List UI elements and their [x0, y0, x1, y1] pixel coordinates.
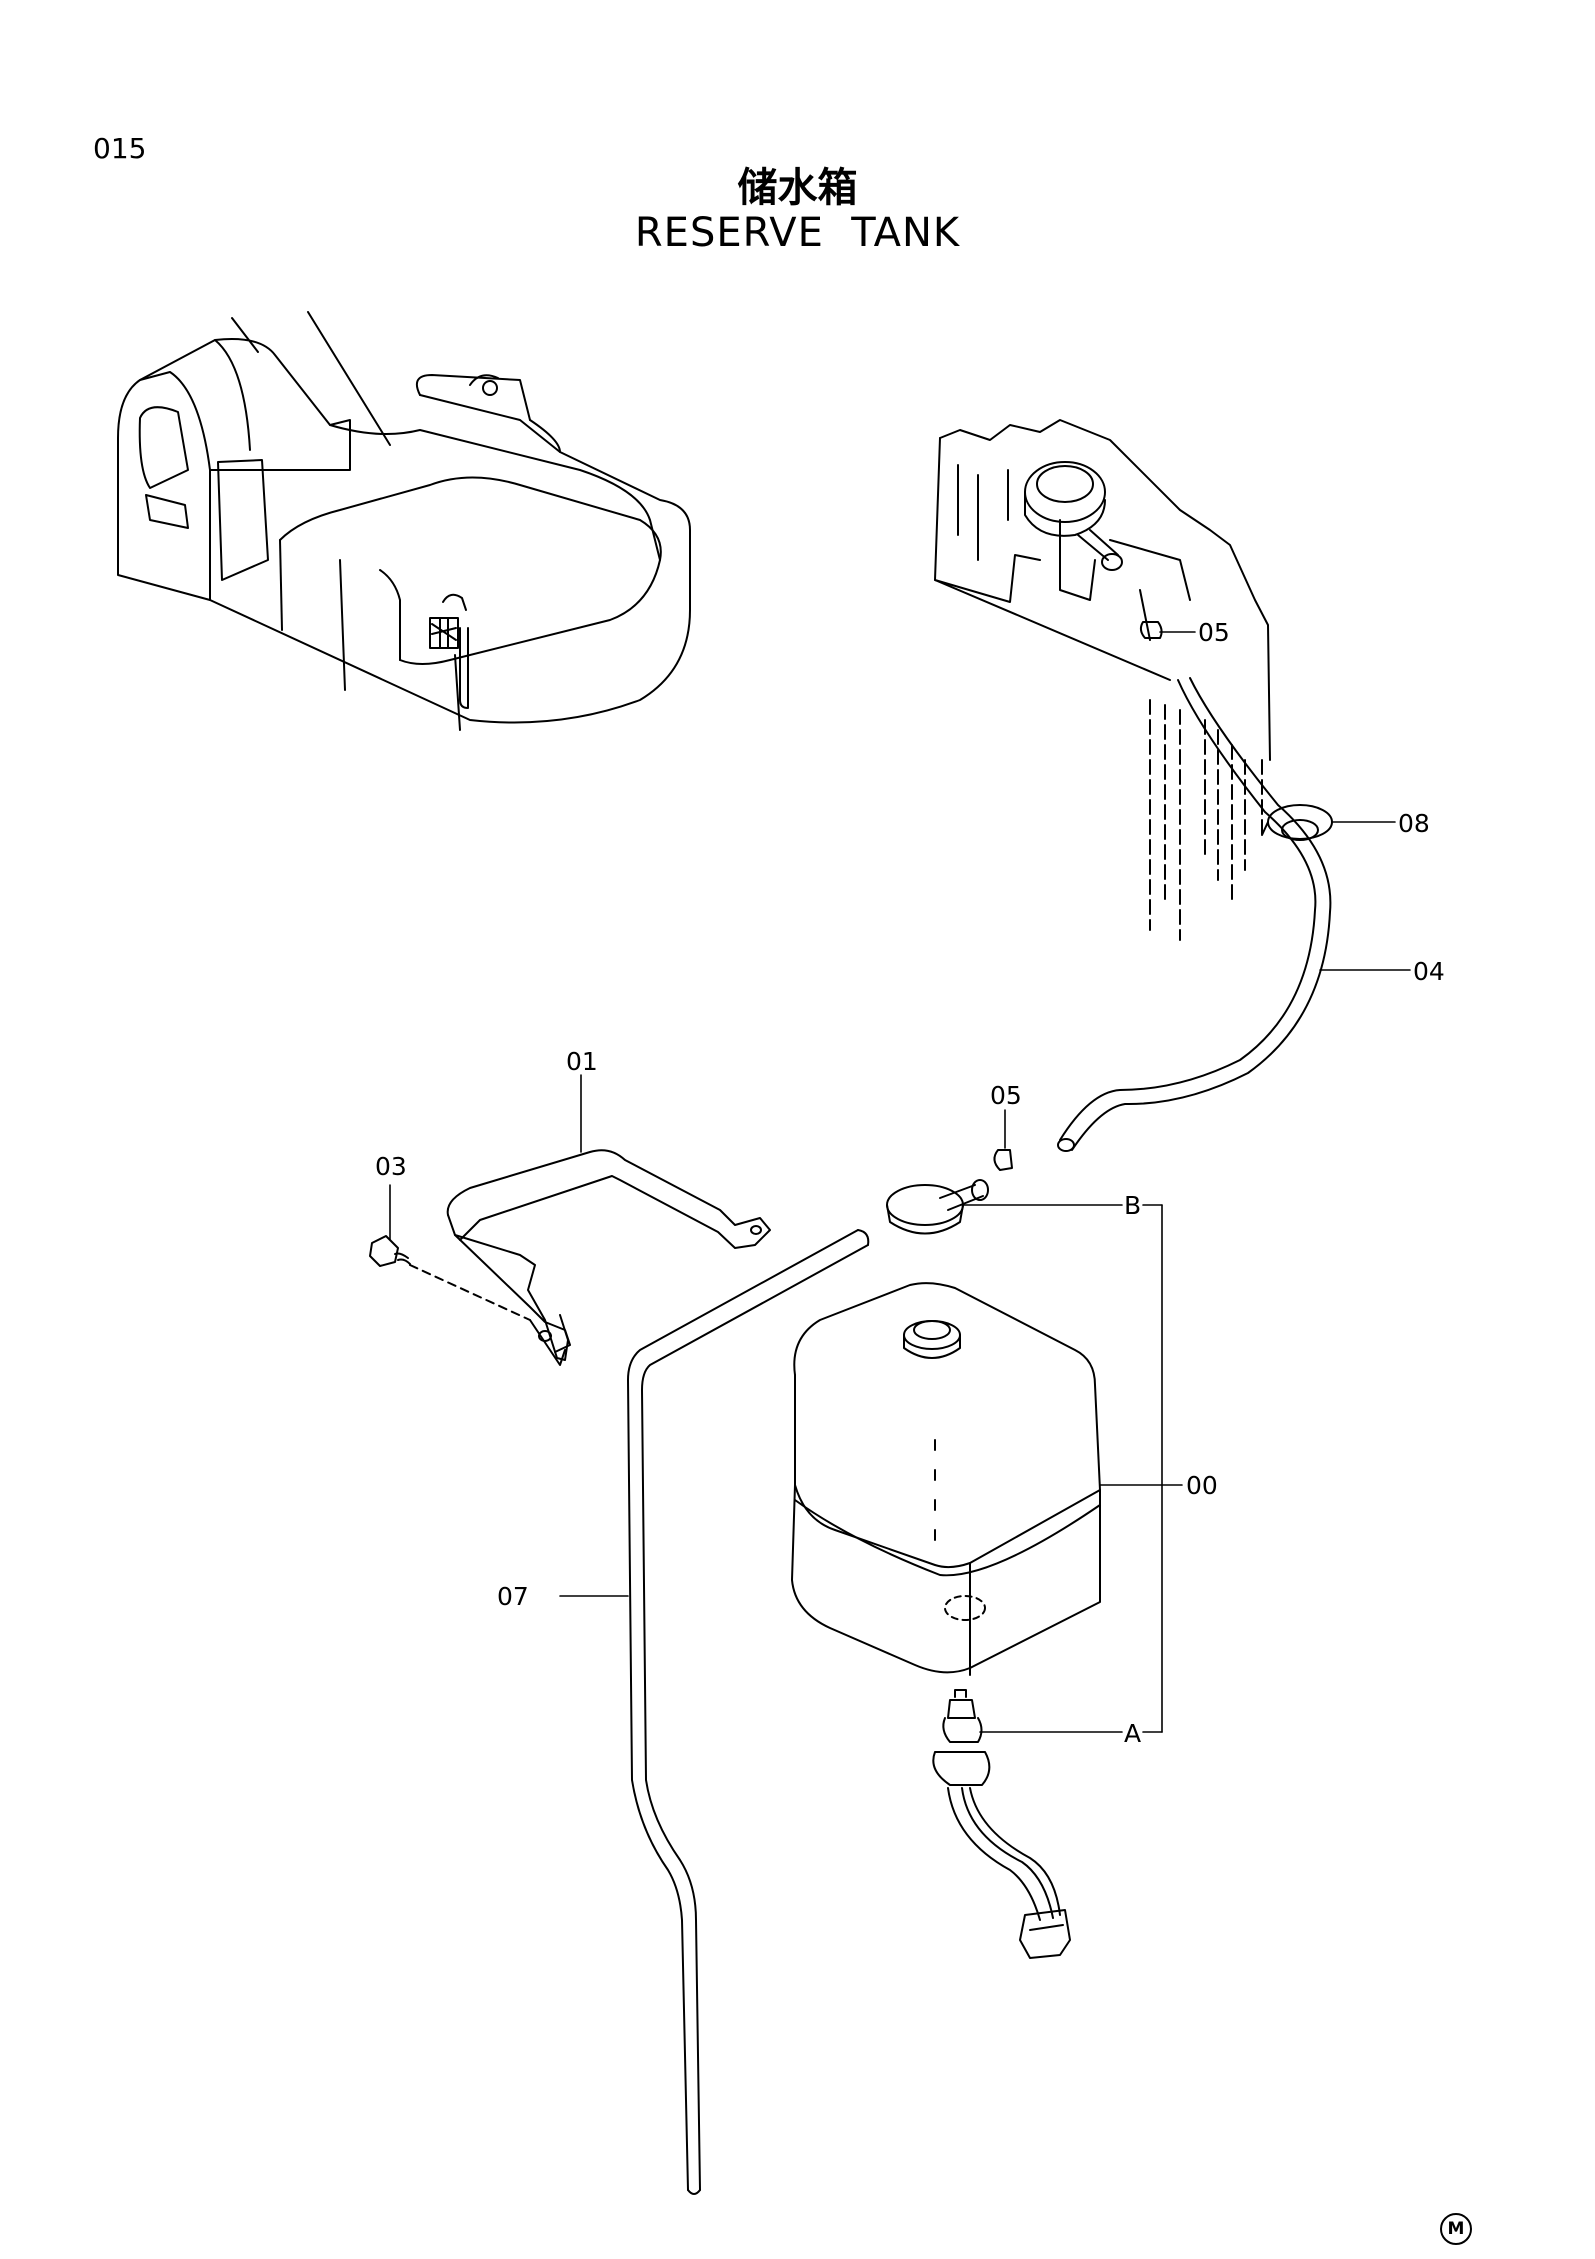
callout-01: 01: [566, 1047, 598, 1076]
callout-05-mid: 05: [990, 1081, 1022, 1110]
hose-07: [627, 1229, 870, 2195]
tank-cap: [886, 1179, 989, 1235]
callout-00: 00: [1186, 1471, 1218, 1500]
radiator-assembly: [934, 419, 1333, 1171]
callout-03: 03: [375, 1152, 407, 1181]
page-number: 015: [93, 132, 147, 165]
title-chinese: 储水箱: [0, 155, 1595, 213]
title-chinese-text: 储水箱: [737, 165, 858, 211]
bracket-and-bolt: [369, 1149, 771, 1366]
reserve-tank: [791, 1282, 1101, 1676]
leader-lines: [389, 631, 1411, 1733]
corner-circle-mark: M: [1440, 2213, 1472, 2245]
callout-05-top: 05: [1198, 618, 1230, 647]
callout-A: A: [1124, 1719, 1141, 1748]
callout-08: 08: [1398, 809, 1430, 838]
callout-04: 04: [1413, 957, 1445, 986]
title-english: RESERVE TANK: [634, 210, 961, 256]
level-sensor: [932, 1689, 1071, 1959]
excavator-overview: [117, 311, 691, 731]
callout-B: B: [1124, 1191, 1141, 1220]
callout-labels: 05 08 04 01 05 03 B 00 07 A: [375, 618, 1445, 1748]
callout-07: 07: [497, 1582, 529, 1611]
